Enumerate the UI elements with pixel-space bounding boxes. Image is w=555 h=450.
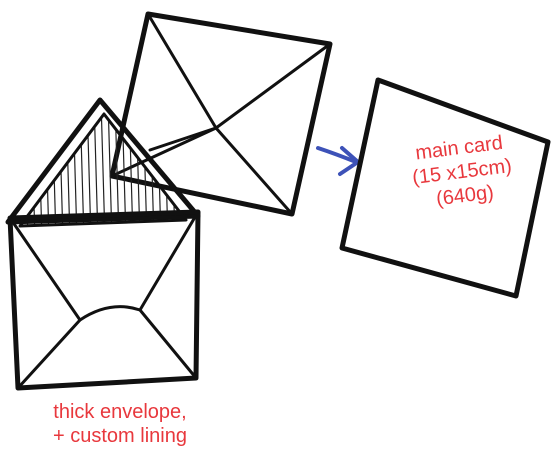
arrow-connector bbox=[316, 146, 360, 176]
main-card bbox=[339, 77, 551, 299]
envelope-label: thick envelope, + custom lining bbox=[10, 400, 230, 448]
envelope-label-line1: thick envelope, bbox=[53, 401, 187, 423]
back-envelope bbox=[109, 11, 333, 217]
envelope-label-line2: + custom lining bbox=[53, 425, 187, 447]
